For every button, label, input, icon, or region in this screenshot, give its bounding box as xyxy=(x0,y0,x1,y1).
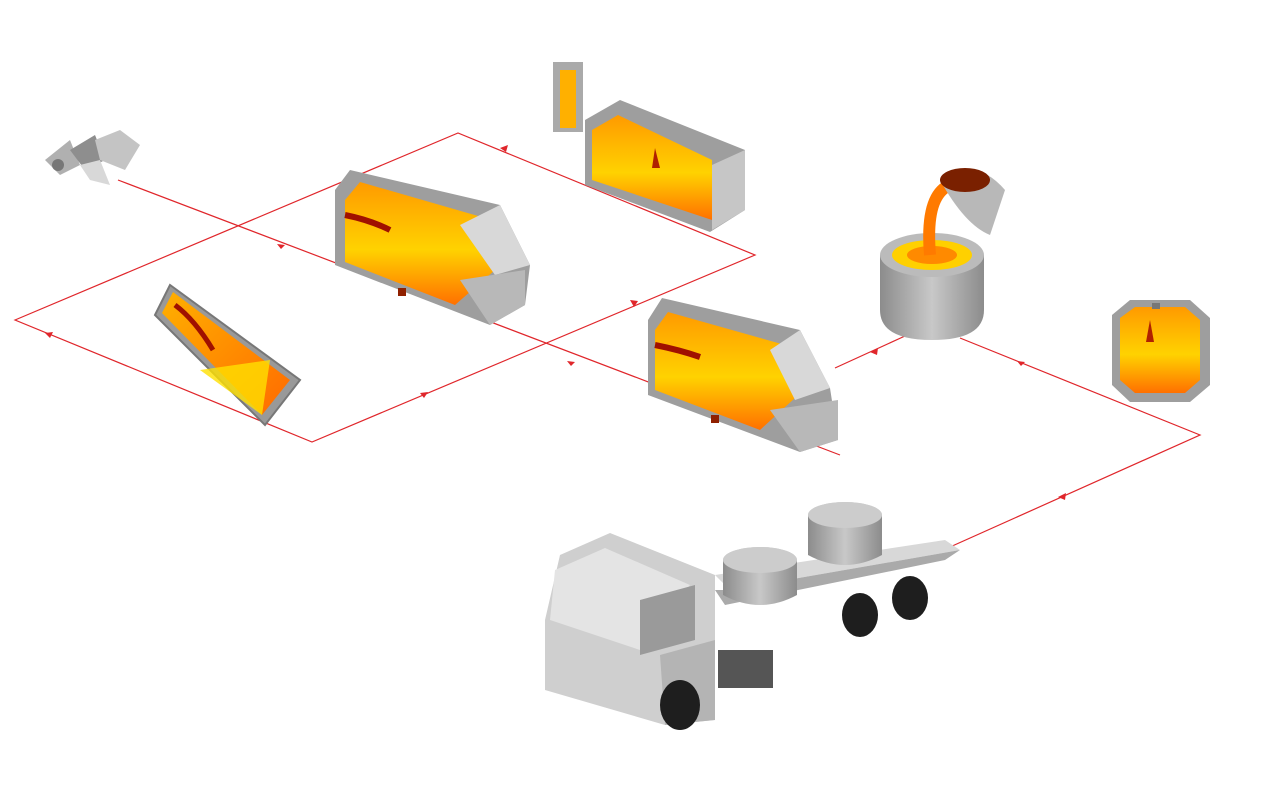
arrow-icon xyxy=(630,300,638,307)
tilting-rotary-furnace-icon xyxy=(153,283,302,427)
arrow-icon xyxy=(567,361,575,366)
flow-arrows xyxy=(45,145,1066,500)
reverberatory-furnace-icon xyxy=(335,170,530,325)
flow-line-ladle-to-truck xyxy=(949,337,1202,548)
arrow-icon xyxy=(45,332,53,338)
crucible-icon xyxy=(1112,300,1210,402)
ladle-pouring-icon xyxy=(880,168,1005,340)
tire-icon xyxy=(892,576,928,620)
arrow-icon xyxy=(420,392,428,398)
holding-furnace-icon xyxy=(648,298,838,452)
transport-truck-icon xyxy=(545,502,960,730)
arrow-icon xyxy=(500,145,508,152)
arrow-icon xyxy=(1017,361,1025,366)
arrow-icon xyxy=(870,348,878,355)
tire-icon xyxy=(842,593,878,637)
tire-icon xyxy=(660,680,700,730)
scrap-metal-icon xyxy=(45,130,140,185)
flow-loop xyxy=(13,132,757,443)
arrow-icon xyxy=(1058,493,1066,500)
arrow-icon xyxy=(277,244,285,249)
melting-furnace-with-flue-icon xyxy=(553,62,745,232)
